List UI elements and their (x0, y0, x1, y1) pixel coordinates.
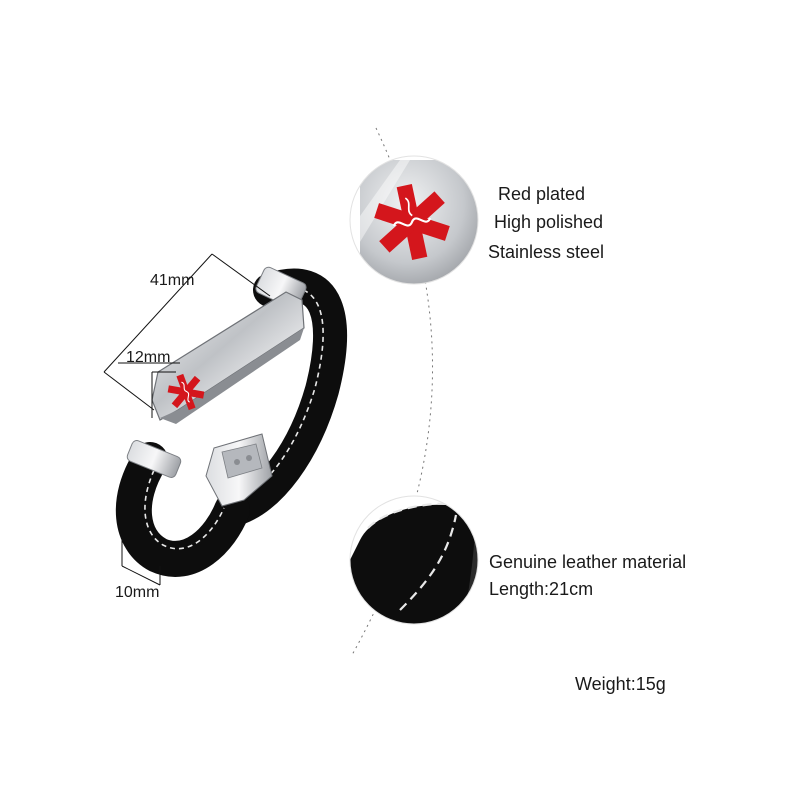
clasp (205, 433, 273, 507)
medical-symbol-icon (167, 373, 205, 411)
zoom-circle-leather (350, 496, 478, 624)
zoom-circle-plate (350, 156, 478, 284)
leather-band-front (115, 442, 250, 577)
lower-end-cap (126, 440, 182, 478)
weight-label: Weight:15g (575, 674, 666, 694)
leather-stitch-front (144, 461, 225, 550)
leather-feature-2: Length:21cm (489, 579, 594, 599)
plate-feature-1: Red plated (498, 184, 586, 204)
dimension-lines (103, 253, 271, 586)
band-width-label: 10mm (115, 584, 160, 601)
tag-width-label: 12mm (126, 349, 171, 366)
plate-feature-2: High polished (494, 212, 604, 232)
leather-stitch-back (231, 286, 324, 501)
plate-feature-3: Stainless steel (488, 242, 605, 262)
leather-band-back (215, 268, 348, 527)
medical-symbol-zoom-icon (374, 184, 450, 260)
leather-feature-1: Genuine leather material (489, 552, 687, 572)
bracelet (115, 266, 348, 577)
tag-length-label: 41mm (150, 272, 195, 289)
